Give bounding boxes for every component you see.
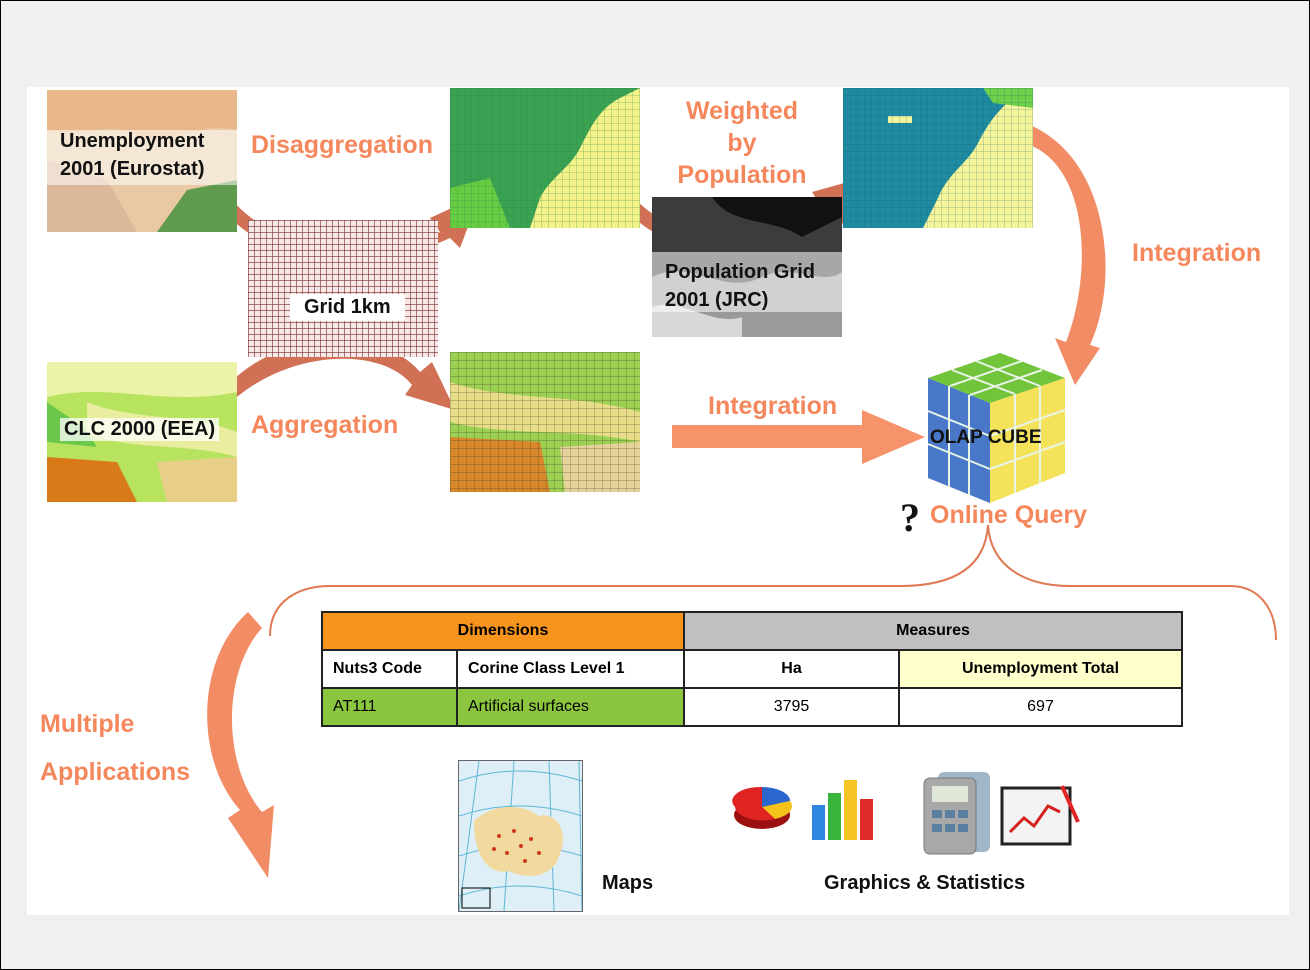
multiple-applications-label: Multiple Applications [40,710,191,786]
dimensions-header: Dimensions [321,611,685,651]
multiple-apps-arrow [207,612,274,878]
bar-chart-icon [812,780,873,840]
maps-label: Maps [602,872,654,894]
integration-mid-arrow [672,410,925,464]
online-query-label: Online Query [930,501,1087,529]
graphics-statistics-label: Graphics & Statistics [824,872,1026,894]
column-header: Nuts3 Code [321,649,458,689]
aggregation-arrow [228,339,455,410]
europe-map-thumbnail [458,760,583,912]
trend-chart-icon [1000,785,1080,846]
disaggregation-label: Disaggregation [251,131,433,159]
column-header-row: Nuts3 Code Corine Class Level 1 Ha Unemp… [321,649,1183,689]
column-header: Corine Class Level 1 [456,649,685,689]
weighted-grid-tile [843,88,1033,228]
weighted-label: Weighted by Population [677,97,807,189]
aggregated-grid-tile [450,352,640,492]
column-header: Ha [683,649,900,689]
unemployment-map-tile [47,90,237,232]
grid-label: Grid 1km [290,294,405,321]
grid-1km-tile [248,220,438,357]
calculator-icon [923,772,990,855]
dimensions-measures-table: Dimensions Measures Nuts3 Code Corine Cl… [321,611,1183,727]
integration-top-arrow [1030,125,1106,385]
population-grid-tile [652,197,842,337]
question-mark-icon: ? [900,495,920,540]
column-header: Unemployment Total [898,649,1183,689]
integration-top-label: Integration [1132,239,1262,267]
integration-mid-label: Integration [708,392,838,420]
population-label: Population Grid 2001 (JRC) [665,261,815,311]
aggregation-label: Aggregation [251,411,399,439]
measures-header: Measures [683,611,1183,651]
table-cell: 3795 [683,687,900,727]
olap-cube-icon [927,353,1066,503]
unemployment-label: Unemployment 2001 (Eurostat) [60,130,205,180]
table-cell: 697 [898,687,1183,727]
olap-cube-label: OLAP CUBE [930,427,1042,448]
table-cell: Artificial surfaces [456,687,685,727]
disaggregated-grid-tile [450,88,640,228]
query-brace [269,524,1277,641]
pie-chart-icon [732,786,792,829]
table-row: AT111 Artificial surfaces 3795 697 [321,687,1183,727]
table-cell: AT111 [321,687,458,727]
clc-label: CLC 2000 (EEA) [60,418,220,441]
